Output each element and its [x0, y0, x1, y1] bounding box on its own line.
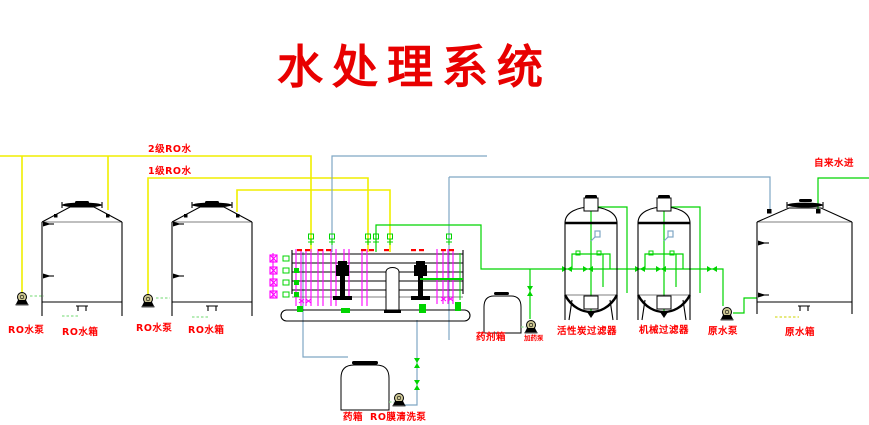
pipe-carbon-filter: [571, 199, 628, 316]
ro-water-pump-2-symbol: [140, 293, 156, 308]
pressure-gauge-icon: [663, 230, 674, 242]
ro-membrane-skid: [269, 249, 471, 322]
label-carbon-filter: 活性炭过滤器: [557, 326, 618, 337]
fitting-tags: [30, 295, 799, 403]
pipe-ro2-product: [0, 155, 312, 293]
label-mechanical-filter: 机械过滤器: [639, 325, 690, 336]
pipe-tap-water: [817, 177, 869, 211]
chemical-dosing-tank: [483, 292, 522, 334]
pipe-raw-water: [375, 177, 869, 319]
high-pressure-pump-2: [411, 261, 430, 300]
page-title: 水处理系统: [277, 40, 552, 94]
dosing-pump-symbol: [523, 319, 539, 334]
label-raw-tank: 原水箱: [785, 327, 816, 338]
label-cleaning-pump: RO膜清洗泵: [370, 412, 427, 423]
label-ro-water-stage1: 1级RO水: [148, 166, 192, 177]
label-ro-tank-1: RO水箱: [62, 327, 99, 338]
ro-water-tank-2: [171, 200, 253, 317]
chemical-cleaning-tank: [340, 361, 390, 411]
high-pressure-pump-1: [333, 261, 352, 300]
label-ro-pump-2: RO水泵: [136, 323, 173, 334]
pipe-mechanical-filter: [644, 199, 701, 316]
pipe-ro1-product: [147, 177, 391, 296]
label-chem-tank: 药箱: [343, 412, 364, 423]
label-dosing-tank: 药剂箱: [476, 332, 507, 343]
cartridge-filter-column: [384, 267, 401, 313]
pipe-concentrate: [302, 155, 771, 406]
raw-water-pump-symbol: [719, 306, 735, 321]
raw-water-tank: [756, 199, 853, 314]
cleaning-pump-symbol: [391, 392, 407, 407]
label-ro-water-stage2: 2级RO水: [148, 144, 192, 155]
label-ro-tank-2: RO水箱: [188, 325, 225, 336]
instrument-ticks: [297, 249, 454, 252]
label-tap-water-in: 自来水进: [814, 158, 855, 169]
ro-water-tank-1: [41, 200, 123, 317]
pressure-gauge-icon: [590, 230, 601, 242]
ro-water-pump-1-symbol: [14, 291, 30, 306]
label-ro-pump-1: RO水泵: [8, 325, 45, 336]
label-dosing-pump: 加药泵: [524, 334, 544, 342]
label-raw-pump: 原水泵: [708, 326, 739, 337]
